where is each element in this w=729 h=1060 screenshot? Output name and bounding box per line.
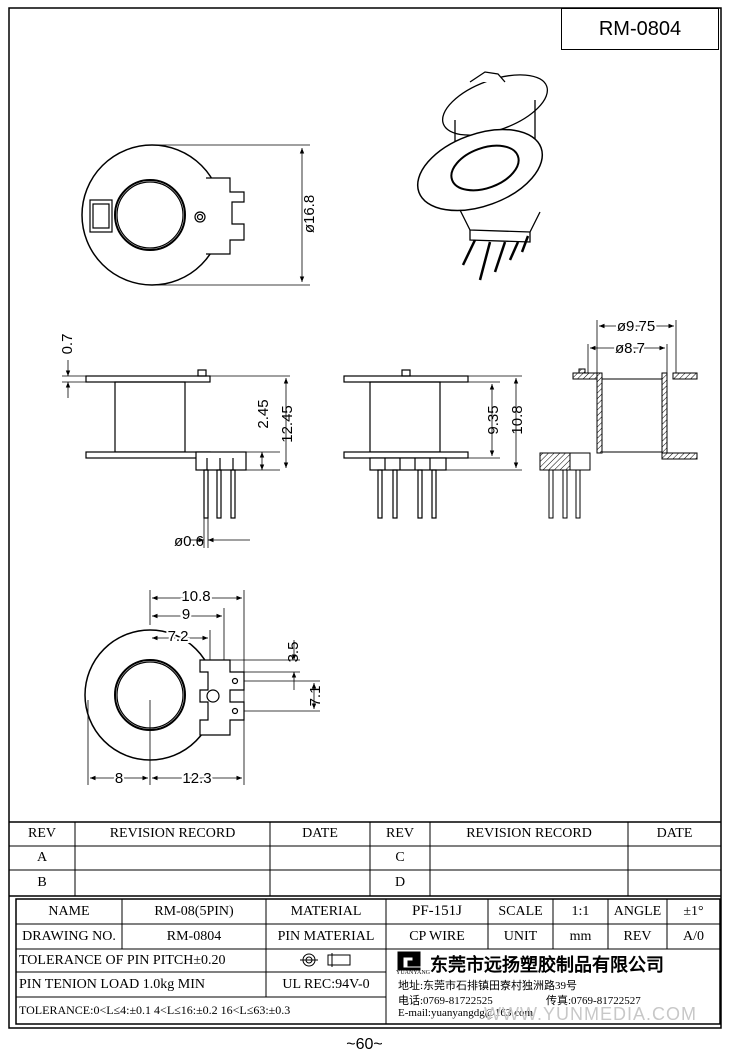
dim-width-9: 9 [182, 606, 190, 623]
unit-label: UNIT [503, 928, 538, 944]
rev-header-2: REV [386, 826, 414, 841]
dim-width-72: 7.2 [168, 628, 189, 645]
dim-total-height: 12.45 [279, 405, 296, 443]
bottom-view [84, 590, 320, 785]
dim-base-8: 8 [115, 770, 123, 787]
company-address: 地址:东莞市石排镇田寮村独洲路39号 [398, 980, 578, 992]
angle-value: ±1° [683, 903, 704, 919]
revision-record-header-2: REVISION RECORD [466, 826, 592, 841]
isometric-view [416, 71, 549, 281]
ul-rec: UL REC:94V-0 [282, 976, 370, 992]
sheet-border [8, 7, 722, 1029]
date-header-2: DATE [656, 826, 693, 841]
angle-label: ANGLE [613, 903, 662, 919]
tolerance-ranges: TOLERANCE:0<L≤4:±0.1 4<L≤16:±0.2 16<L≤63… [19, 1003, 291, 1017]
logo-caption: YUANYANG [396, 970, 430, 976]
drawing-no-value: RM-0804 [166, 928, 222, 944]
company-logo [397, 951, 421, 971]
company-name: 东莞市远扬塑胶制品有限公司 [430, 955, 664, 976]
company-fax: 传真:0769-81722527 [546, 995, 641, 1007]
name-label: NAME [48, 903, 90, 919]
rev-value: A/0 [683, 928, 704, 944]
tolerance-symbol [300, 953, 351, 967]
dim-flange-thickness: 0.7 [59, 334, 76, 355]
name-value: RM-08(5PIN) [154, 903, 234, 919]
dim-pitch-71: 7.1 [307, 686, 324, 707]
pin-material-label: PIN MATERIAL [277, 928, 375, 944]
dim-height-a: 9.35 [485, 405, 502, 434]
side-view [343, 369, 522, 519]
scale-value: 1:1 [571, 903, 590, 919]
company-email: E-mail:yuanyangdg@163.com [398, 1007, 534, 1019]
dim-outer-diameter: ø16.8 [301, 195, 318, 233]
top-view [81, 144, 310, 286]
dim-pin-diameter: ø0.6 [174, 533, 204, 550]
pin-material-value: CP WIRE [409, 928, 465, 944]
rev-row-d: D [394, 875, 406, 890]
rev-header: REV [28, 826, 56, 841]
dim-diameter-a: ø9.75 [617, 318, 655, 335]
dim-pitch-35: 3.5 [285, 642, 302, 663]
title-block-grid [9, 821, 721, 1025]
part-number-title: RM-0804 [561, 8, 719, 50]
watermark: WWW.YUNMEDIA.COM [484, 1004, 697, 1024]
scale-label: SCALE [498, 903, 543, 919]
rev-row-a: A [36, 850, 48, 865]
drawing-no-label: DRAWING NO. [22, 928, 116, 944]
page-number: ~60~ [346, 1036, 383, 1053]
material-value: PF-151J [411, 903, 463, 919]
tolerance-pin-pitch: TOLERANCE OF PIN PITCH±0.20 [19, 952, 226, 968]
revision-record-header: REVISION RECORD [109, 826, 236, 841]
dim-diameter-b: ø8.7 [615, 340, 645, 357]
material-label: MATERIAL [290, 903, 362, 919]
dim-base-123: 12.3 [182, 770, 211, 787]
front-view [62, 360, 290, 548]
company-tel: 电话:0769-81722525 [398, 995, 493, 1007]
dim-width-total: 10.8 [181, 588, 210, 605]
rev-row-b: B [37, 875, 47, 890]
pin-tension-load: PIN TENION LOAD 1.0kg MIN [19, 976, 206, 992]
dim-inner-height: 2.45 [255, 399, 272, 428]
rev-row-c: C [395, 850, 405, 865]
section-view [539, 320, 698, 519]
rev-label: REV [623, 928, 652, 944]
dim-height-b: 10.8 [509, 405, 526, 434]
date-header: DATE [302, 826, 338, 841]
unit-value: mm [569, 928, 592, 944]
